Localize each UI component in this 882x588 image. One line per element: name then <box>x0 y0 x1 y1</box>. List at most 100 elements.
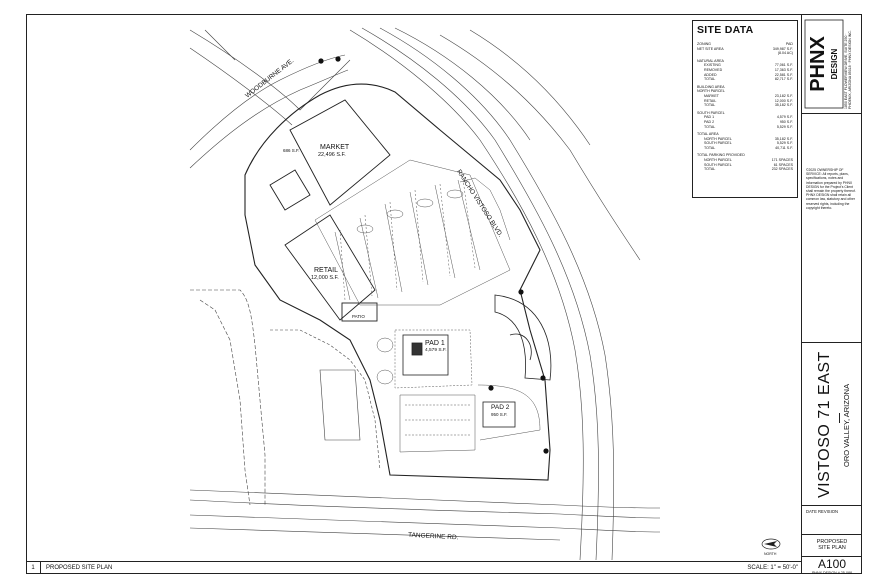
site-data-row: SOUTH PARCEL 61 SPACES <box>697 163 793 168</box>
project-city: ORO VALLEY, ARIZONA <box>842 383 851 467</box>
drawing-title: PROPOSED SITE PLAN <box>46 565 113 571</box>
site-data-value: 23,182 S.F. <box>774 93 793 98</box>
site-data-key: TOTAL <box>704 124 716 129</box>
retail-name: RETAIL <box>314 267 338 274</box>
site-data-value: 12,000 S.F. <box>774 98 793 103</box>
title-block: PHNX DESIGN 1850 EAST FLOWERVIEW DRIVE, … <box>802 14 862 576</box>
site-data-value: 17,363 S.F. <box>774 67 793 72</box>
retail-area: 12,000 S.F. <box>311 275 339 281</box>
site-data-row: TOTAL AREA <box>697 132 793 137</box>
revision-label: DATE REVISION <box>806 509 839 514</box>
pad1-area: 4,579 S.F. <box>425 348 447 353</box>
site-data-key: NATURAL AREA <box>697 58 724 63</box>
site-data-value: 61 SPACES <box>773 162 793 167</box>
sheet-number-block: A100 PHNX DESIGN # 25-088 <box>802 557 862 576</box>
sheet-name: PROPOSED SITE PLAN <box>802 535 862 557</box>
site-data-key: EXISTING <box>704 63 721 68</box>
site-data-row: TOTAL 5,529 S.F. <box>697 125 793 130</box>
site-data-value: 35,182 S.F. <box>774 136 793 141</box>
site-data-value: 82,717 S.F. <box>774 77 793 82</box>
site-data-value: 349,987 S.F. <box>772 46 793 51</box>
site-data-row: ADDED 22,581 S.F. <box>697 73 793 78</box>
drawing-footer: 1 PROPOSED SITE PLAN SCALE: 1" = 50'-0" <box>26 561 802 574</box>
north-arrow-label: NORTH <box>764 552 777 556</box>
ownership-notes: ©2025 OWNERSHIP OF SERVICE: All reports,… <box>802 113 862 343</box>
site-data-key: TOTAL <box>704 167 716 172</box>
site-data-value: PAD <box>785 42 793 46</box>
patio-label: PATIO <box>352 314 365 319</box>
site-data-row: TOTAL 40,711 S.F. <box>697 146 793 151</box>
site-data-row: BUILDING AREA <box>697 85 793 90</box>
project-info: VISTOSO 71 EAST ORO VALLEY, ARIZONA <box>802 343 862 506</box>
site-data-row: TOTAL PARKING PROVIDED <box>697 153 793 158</box>
sheet-name-line-1: PROPOSED <box>816 539 848 545</box>
revision-block: DATE REVISION <box>802 505 862 535</box>
market-name: MARKET <box>320 144 350 151</box>
site-data-value: 5,529 S.F. <box>776 141 793 146</box>
site-data-rows: ZONING PAD NET SITE AREA 349,987 S.F.(8.04 … <box>697 42 793 172</box>
site-data-key: NORTH PARCEL <box>704 158 732 163</box>
site-data-key: RETAIL <box>704 98 717 103</box>
site-data-value: (8.04 AC) <box>777 51 793 56</box>
drawing-number: 1 <box>26 562 41 574</box>
sheet-name-line-2: SITE PLAN <box>818 545 846 552</box>
site-data-row: MARKET 23,182 S.F. <box>697 94 793 99</box>
pad2-name: PAD 2 <box>491 404 510 411</box>
site-data-value: 4,579 S.F. <box>776 115 793 120</box>
site-data-key: TOTAL <box>704 145 716 150</box>
site-data-key: PAD 2 <box>704 119 715 124</box>
site-data-key: REMOVED <box>704 67 723 72</box>
site-data-key: BUILDING AREA <box>697 84 725 89</box>
site-data-value: 35,182 S.F. <box>774 103 793 108</box>
site-data-key: SOUTH PARCEL <box>704 162 732 167</box>
site-data-row: NORTH PARCEL 35,182 S.F. <box>697 137 793 142</box>
site-data-row: (8.04 AC) <box>697 51 793 56</box>
site-data-row: SOUTH PARCEL <box>697 111 793 116</box>
site-data-key: ZONING <box>697 42 711 46</box>
site-data-key: NORTH PARCEL <box>697 89 725 94</box>
brand-text: PHNX <box>807 36 829 92</box>
site-data-key: TOTAL PARKING PROVIDED <box>697 153 745 158</box>
drawing-sheet <box>26 14 802 574</box>
site-data-value: 232 SPACES <box>771 167 793 172</box>
site-data-row: TOTAL 35,182 S.F. <box>697 103 793 108</box>
project-number: PHNX DESIGN # 25-088 <box>812 571 852 575</box>
drawing-scale: SCALE: 1" = 50'-0" <box>747 565 798 571</box>
site-data-key: SOUTH PARCEL <box>697 110 725 115</box>
site-data-value: 77,061 S.F. <box>774 63 793 68</box>
site-data-key: TOTAL <box>704 77 716 82</box>
site-data-key: NORTH PARCEL <box>704 136 732 141</box>
project-name: VISTOSO 71 EAST <box>816 351 833 499</box>
annex-area: 686 S.F. <box>283 148 300 153</box>
site-data-value: 5,529 S.F. <box>776 124 793 129</box>
site-data-key: TOTAL <box>704 103 716 108</box>
market-area: 22,496 S.F. <box>318 152 346 158</box>
site-data-value: 40,711 S.F. <box>775 145 793 150</box>
project-divider <box>839 413 840 423</box>
site-data-row: REMOVED 17,363 S.F. <box>697 68 793 73</box>
site-data-row: ZONING PAD <box>697 42 793 47</box>
pad1-name: PAD 1 <box>425 340 445 347</box>
phnx-logo-icon: PHNX DESIGN <box>804 19 844 109</box>
site-data-key: PAD 1 <box>704 115 715 120</box>
firm-address: 1850 EAST FLOWERVIEW DRIVE, SUITE 250 · … <box>844 30 853 109</box>
site-data-value: 22,581 S.F. <box>774 72 793 77</box>
pad2-area: 950 S.F. <box>491 412 508 417</box>
site-data-row: TOTAL 82,717 S.F. <box>697 77 793 82</box>
brand-subtext: DESIGN <box>830 48 839 79</box>
site-data-key: ADDED <box>704 72 717 77</box>
site-data-row: RETAIL 12,000 S.F. <box>697 99 793 104</box>
site-data-title: SITE DATA <box>697 24 754 36</box>
site-data-row: NET SITE AREA 349,987 S.F. <box>697 47 793 52</box>
sheet-number: A100 <box>817 557 847 571</box>
site-data-row: EXISTING 77,061 S.F. <box>697 63 793 68</box>
site-data-key: MARKET <box>704 93 719 98</box>
site-data-row: PAD 1 4,579 S.F. <box>697 115 793 120</box>
site-data-table: SITE DATA ZONING PAD NET SITE AREA 349,987 … <box>692 20 798 198</box>
site-data-key: TOTAL AREA <box>697 132 719 137</box>
site-data-key: NET SITE AREA <box>697 46 724 51</box>
